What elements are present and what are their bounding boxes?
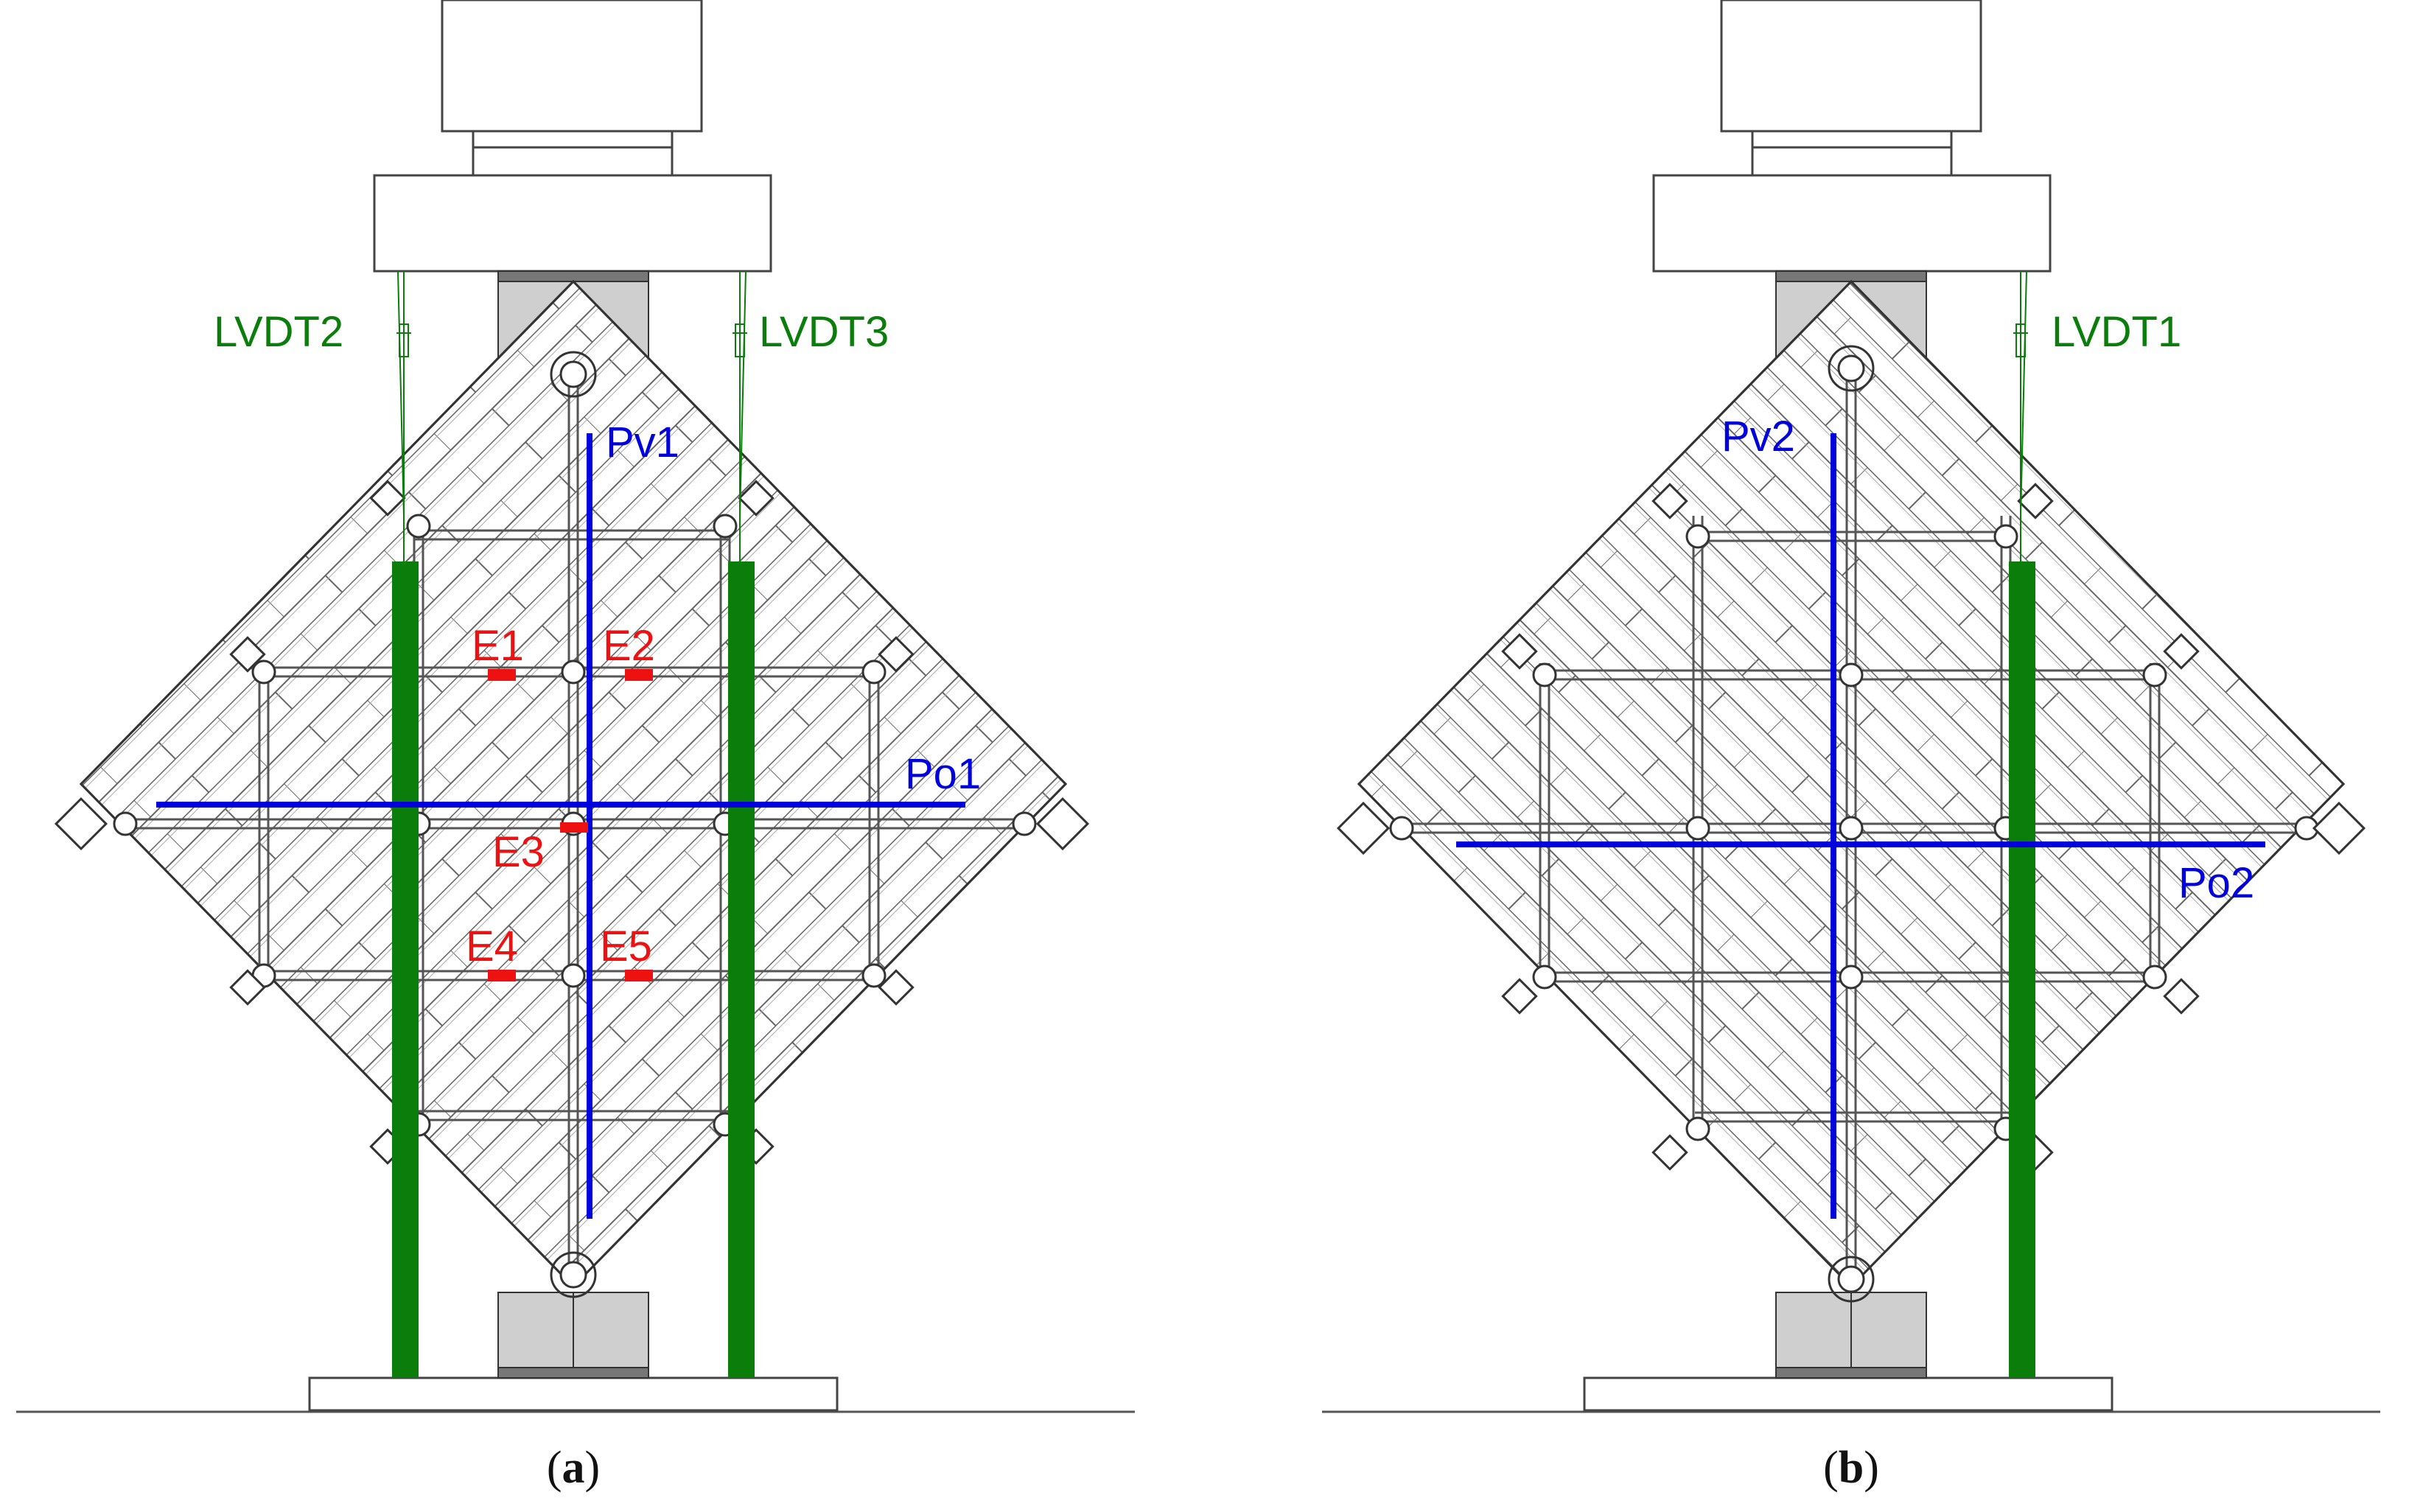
e3-label: E3 [492, 828, 545, 876]
panel-b: LVDT1 Pv2 Po2 (b) [1322, 0, 2380, 1493]
e4-label: E4 [466, 923, 518, 970]
pv2-label: Pv2 [1721, 413, 1795, 461]
lvdt1-label: LVDT1 [2052, 308, 2181, 356]
loading-head [373, 0, 772, 273]
base-plate [1583, 1376, 2113, 1412]
gauge-e3-mark [560, 822, 588, 833]
e5-label: E5 [600, 923, 652, 970]
lvdt3-label: LVDT3 [759, 308, 889, 356]
po1-label: Po1 [905, 750, 981, 798]
gauge-e2-mark [625, 669, 653, 681]
gauge-e5-mark [625, 970, 653, 981]
lvdt2-bar [392, 561, 419, 1378]
gauge-e4-mark [488, 970, 516, 981]
base-plate [308, 1376, 839, 1412]
caption-a: (a) [547, 1443, 600, 1493]
lvdt2-label: LVDT2 [214, 308, 343, 356]
strain-gauges [488, 669, 653, 981]
lvdt-bars [392, 270, 755, 1378]
lvdt1-bar [2009, 561, 2035, 1378]
e2-label: E2 [603, 622, 655, 670]
pv1-label: Pv1 [606, 419, 679, 466]
frame-nodes [1336, 345, 2366, 1303]
caption-b: (b) [1823, 1443, 1879, 1493]
lvdt3-bar [728, 561, 755, 1378]
frame-nodes [54, 351, 1090, 1298]
masonry-panel [1357, 279, 2346, 1289]
bottom-loading-shoe [497, 1292, 649, 1379]
gauge-e1-mark [488, 669, 516, 681]
loading-head [1652, 0, 2052, 273]
po2-label: Po2 [2178, 859, 2254, 907]
panel-a: LVDT2 LVDT3 Pv1 Po1 E1 E2 E3 E4 E5 (a) [16, 0, 1135, 1493]
e1-label: E1 [472, 622, 524, 670]
bottom-loading-shoe [1775, 1292, 1927, 1379]
lvdt-bars [2009, 270, 2035, 1378]
